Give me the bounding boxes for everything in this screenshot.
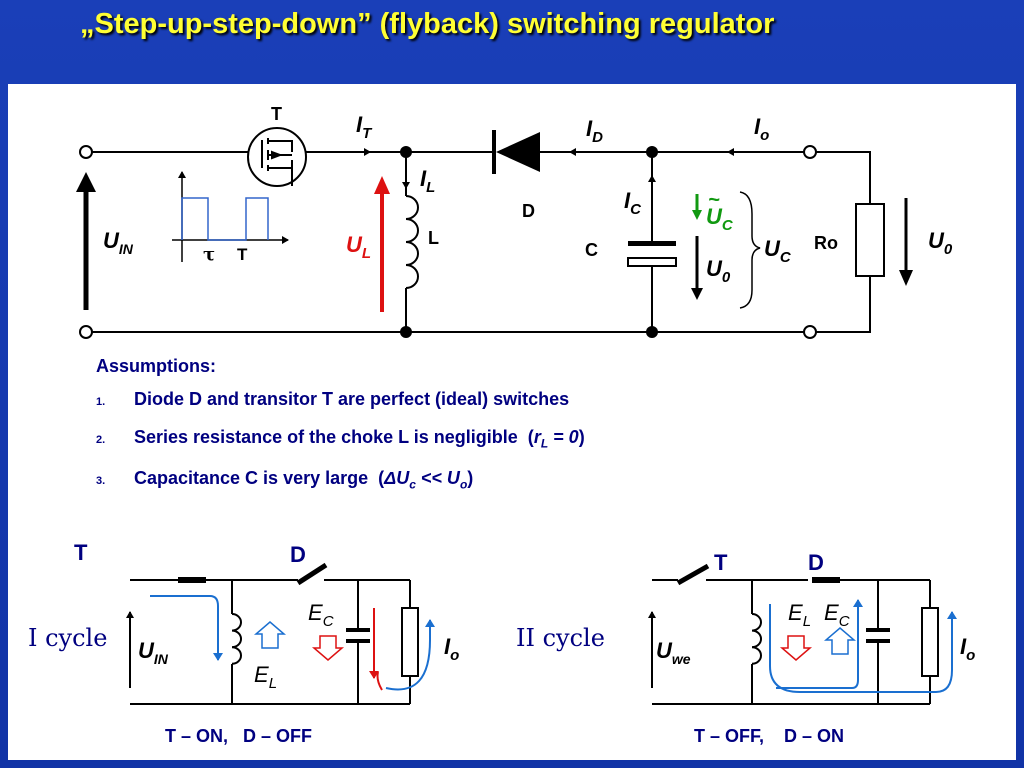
- junction-dot: [400, 326, 412, 338]
- cycle1-ec-label: EC: [308, 600, 334, 630]
- item-text: Diode D and transitor T are perfect (ide…: [134, 389, 570, 409]
- item-text: Capacitance C is very large (ΔUc << Uo): [134, 467, 474, 492]
- cycle1-current-path: [150, 595, 223, 661]
- cycle2-capacitor: [866, 639, 890, 643]
- assumption-item: 3. Capacitance C is very large (ΔUc << U…: [96, 468, 796, 492]
- cycle1-switch-t-closed: [178, 577, 206, 583]
- inductor-symbol: [405, 195, 419, 289]
- arrow-uc-ripple-head: [692, 210, 702, 220]
- cycle1-t-label: T: [74, 540, 88, 565]
- arrow-ul-head: [374, 176, 390, 194]
- arrow-u0-out-head: [899, 270, 913, 286]
- cycle2-io-label: Io: [960, 634, 975, 664]
- label-uc-ripple: UC: [706, 204, 734, 234]
- cycle2-switch-t-open: [676, 563, 710, 586]
- cycle1-capacitor: [346, 628, 370, 632]
- label-id: ID: [586, 116, 603, 146]
- diode-symbol: [492, 130, 540, 174]
- wire-right-bottom: [816, 276, 871, 333]
- capacitor-symbol: [627, 241, 677, 267]
- item-number: 2.: [96, 434, 106, 446]
- inductor-label: L: [428, 228, 439, 248]
- pwm-waveform: [172, 171, 289, 262]
- resistor-label: Ro: [814, 233, 838, 253]
- content-panel: T D L C Ro IT ID Io IL IC UIN τ T UL UC: [8, 84, 1016, 760]
- junction-dot: [646, 146, 658, 158]
- assumptions-header: Assumptions:: [96, 356, 217, 376]
- terminal-out-bottom: [803, 325, 817, 339]
- wire-right-top: [816, 151, 871, 204]
- cycle2-ec-arrow: [823, 627, 857, 655]
- tilde-accent: ~: [708, 189, 720, 211]
- tau-label: τ: [203, 244, 215, 265]
- transistor-symbol: [247, 127, 307, 187]
- assumption-item: 2. Series resistance of the choke L is n…: [96, 427, 796, 451]
- item-number: 1.: [96, 396, 106, 408]
- cycle1-load-current: [385, 619, 435, 691]
- cycle1-el-label: EL: [254, 662, 277, 692]
- cycle1-state: T – ON, D – OFF: [165, 726, 312, 746]
- label-ul: UL: [346, 232, 371, 262]
- cycle1-switch-d-open: [296, 562, 328, 586]
- cycle1-ec-arrow: [311, 635, 345, 661]
- label-ic: IC: [624, 188, 642, 218]
- diode-label: D: [522, 201, 535, 221]
- terminal-in-bottom: [79, 325, 93, 339]
- cycle2-el-label: EL: [788, 600, 811, 630]
- cycle1-red-return: [376, 671, 383, 691]
- label-u0-out: U0: [928, 228, 953, 258]
- item-number: 3.: [96, 474, 106, 487]
- arrow-u0-cap-head: [691, 288, 703, 300]
- terminals: [79, 145, 817, 339]
- cycle2-label: II cycle: [516, 624, 605, 652]
- brace-uc: [739, 191, 761, 309]
- cycle2-capacitor: [866, 628, 890, 632]
- arrow-uin-head: [76, 172, 96, 192]
- cycle2-current-path: [769, 611, 957, 693]
- period-label: T: [237, 245, 248, 264]
- cycle2-circuit: [652, 579, 939, 705]
- cycle2-d-label: D: [808, 550, 824, 575]
- slide-title: „Step-up-step-down” (flyback) switching …: [80, 8, 775, 40]
- cycle2-cap-charge: [776, 599, 863, 689]
- cycle1-label: I cycle: [28, 624, 107, 652]
- assumption-item: 1. Diode D and transitor T are perfect (…: [96, 389, 796, 410]
- resistor-symbol: [855, 203, 885, 277]
- transistor-label: T: [271, 104, 282, 124]
- junction-dot: [646, 326, 658, 338]
- label-il: IL: [420, 166, 435, 196]
- cycle2-state: T – OFF, D – ON: [694, 726, 844, 746]
- cycle1-io-label: Io: [444, 634, 459, 664]
- terminal-in-top: [79, 145, 93, 159]
- cycle1-uin-label: UIN: [138, 638, 169, 667]
- cycle1-circuit: [130, 579, 419, 705]
- cycle2-ec-label: EC: [824, 600, 850, 630]
- item-text: Series resistance of the choke L is negl…: [134, 427, 585, 451]
- junctions: [400, 146, 658, 338]
- cycle1-d-label: D: [290, 542, 306, 567]
- cycle2-t-label: T: [714, 550, 728, 575]
- cycle2-switch-d-closed: [812, 577, 840, 583]
- cycle2-uwe-label: Uwe: [656, 638, 691, 667]
- label-uin: UIN: [103, 228, 134, 257]
- junction-dot: [400, 146, 412, 158]
- label-it: IT: [356, 112, 373, 142]
- label-uc: UC: [764, 236, 792, 266]
- cycle1-el-arrow: [253, 621, 287, 649]
- assumptions-block: Assumptions: 1. Diode D and transitor T …: [96, 356, 796, 508]
- label-io: Io: [754, 114, 769, 144]
- terminal-out-top: [803, 145, 817, 159]
- cycle1-capacitor: [346, 639, 370, 643]
- circuit-canvas: T D L C Ro IT ID Io IL IC UIN τ T UL UC: [28, 104, 975, 746]
- cycle2-el-arrow: [779, 635, 813, 661]
- label-u0-cap: U0: [706, 256, 731, 286]
- capacitor-label: C: [585, 240, 598, 260]
